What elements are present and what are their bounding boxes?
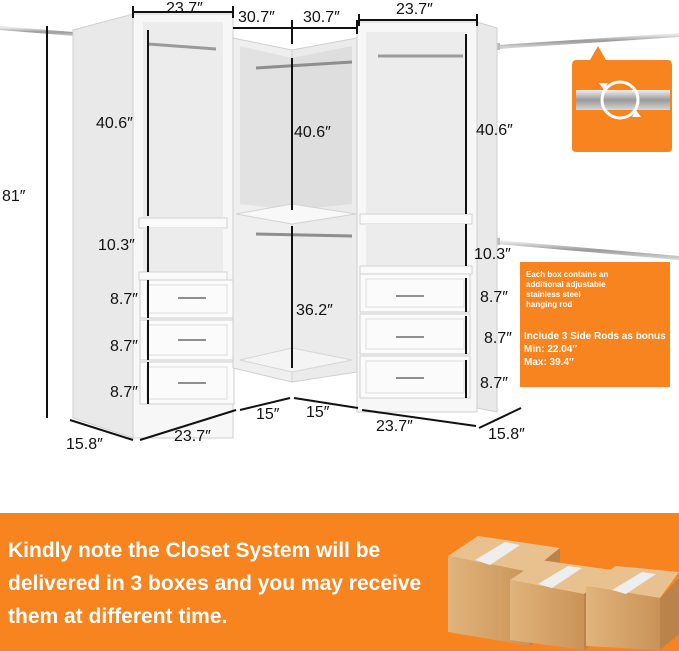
callout-min: Min: 22.04″ xyxy=(524,344,578,355)
dim-bottom-right-width: 23.7″ xyxy=(376,418,413,435)
dimension-lines xyxy=(46,6,522,441)
callout-bonus: Include 3 Side Rods as bonus xyxy=(524,331,666,342)
dim-left-drawer-2: 8.7″ xyxy=(110,338,138,355)
left-drawer-1 xyxy=(139,279,235,319)
right-drawer-1 xyxy=(359,273,471,313)
dim-right-drawer-3: 8.7″ xyxy=(480,375,508,392)
dim-right-shelf-gap: 10.3″ xyxy=(474,246,511,263)
rod-rotate-callout xyxy=(572,60,668,152)
dim-top-mid-left-width: 30.7″ xyxy=(238,9,275,26)
dim-mid-lower-height: 36.2″ xyxy=(296,302,333,319)
dim-bottom-mid-left: 15″ xyxy=(256,406,280,423)
dim-bottom-mid-right: 15″ xyxy=(306,404,330,421)
dim-top-right-width: 23.7″ xyxy=(396,1,433,18)
dim-top-left-width: 23.7″ xyxy=(166,0,203,17)
side-rod-right-bottom xyxy=(494,238,679,260)
callout-line-4: hanging rod xyxy=(526,300,573,309)
dim-left-total-height: 81″ xyxy=(2,188,26,205)
side-rod-right-top xyxy=(494,33,679,50)
callout-line-2: additional adjustable xyxy=(526,280,606,289)
delivery-notice-text: Kindly note the Closet System will be de… xyxy=(8,539,422,628)
dim-bottom-left-depth: 15.8″ xyxy=(66,436,103,453)
dim-left-drawer-1: 8.7″ xyxy=(110,291,138,308)
dim-left-drawer-3: 8.7″ xyxy=(110,384,138,401)
callout-line-3: stainless steel xyxy=(526,290,581,299)
corner-unit xyxy=(232,37,358,383)
left-drawer-3 xyxy=(139,361,235,405)
dim-left-upper-height: 40.6″ xyxy=(96,115,133,132)
callout-line-1: Each box contains an xyxy=(526,270,609,279)
right-drawer-3 xyxy=(359,355,471,399)
dim-top-mid-right-width: 30.7″ xyxy=(303,9,340,26)
left-tower xyxy=(72,13,235,439)
bonus-rods-callout: Each box contains an additional adjustab… xyxy=(520,262,670,387)
dim-right-drawer-1: 8.7″ xyxy=(480,289,508,306)
dim-left-shelf-gap: 10.3″ xyxy=(98,237,135,254)
left-drawer-2 xyxy=(139,319,235,361)
right-drawer-2 xyxy=(359,313,471,355)
dim-right-upper-height: 40.6″ xyxy=(476,122,513,139)
right-tower xyxy=(356,21,498,413)
dim-right-drawer-2: 8.7″ xyxy=(484,330,512,347)
dim-bottom-left-width: 23.7″ xyxy=(174,428,211,445)
callout-max: Max: 39.4″ xyxy=(524,357,574,368)
dim-mid-upper-height: 40.6″ xyxy=(294,124,331,141)
dim-bottom-right-depth: 15.8″ xyxy=(488,426,525,443)
